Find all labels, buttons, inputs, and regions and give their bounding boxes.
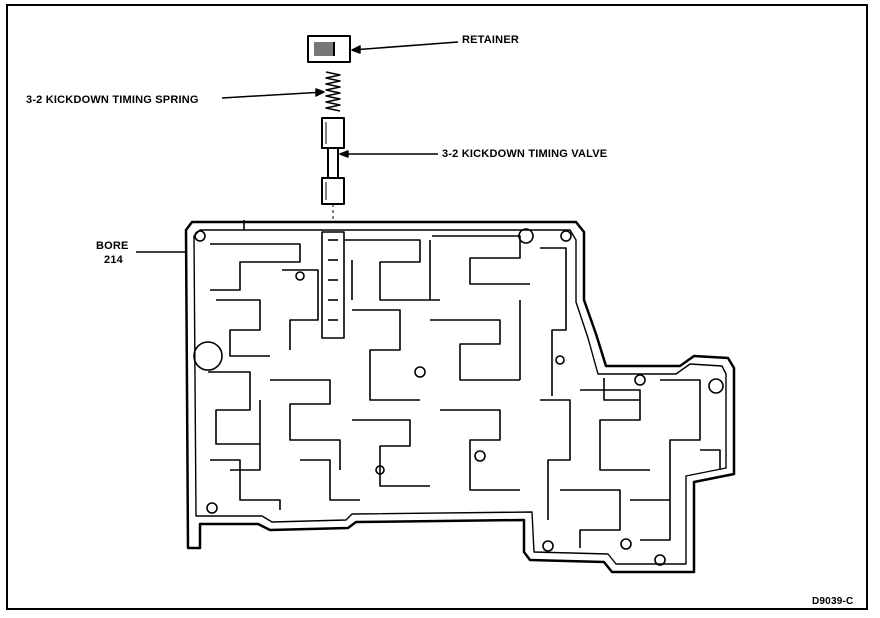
bore-number-label: 214	[104, 254, 123, 266]
kickdown-timing-valve	[321, 117, 345, 205]
retainer-part	[307, 35, 351, 63]
bore-214	[321, 231, 345, 339]
bolt-holes	[193, 228, 724, 566]
valve-label: 3-2 KICKDOWN TIMING VALVE	[442, 148, 608, 160]
fluid-passages	[208, 220, 721, 548]
bore-label: BORE	[96, 240, 129, 252]
valve-body-plate	[184, 220, 736, 574]
retainer-label: RETAINER	[462, 34, 520, 46]
figure-code: D9039-C	[812, 596, 854, 607]
figure-border	[6, 4, 868, 610]
kickdown-timing-spring	[325, 71, 341, 112]
spring-label: 3-2 KICKDOWN TIMING SPRING	[26, 94, 199, 106]
